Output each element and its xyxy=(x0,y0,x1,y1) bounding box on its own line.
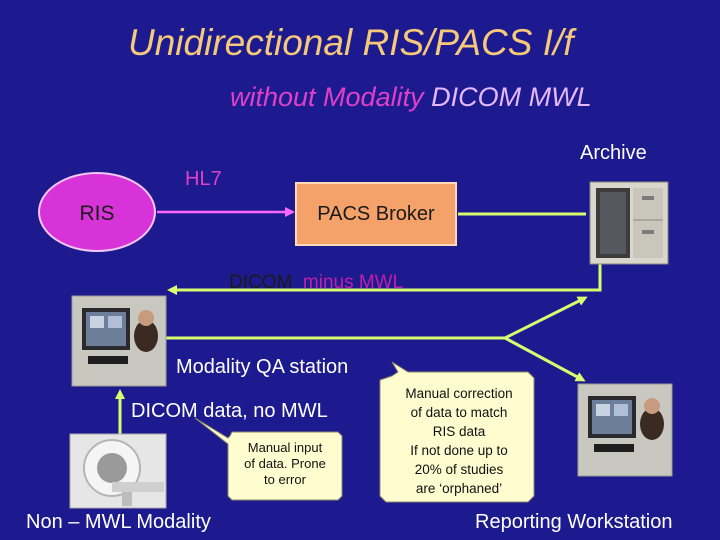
non-mwl-modality-label: Non – MWL Modality xyxy=(26,511,211,533)
archive-output-arrow xyxy=(167,262,602,295)
workstation-photo-icon xyxy=(577,383,673,477)
subtitle-part1: without Modality xyxy=(230,82,424,112)
dicom-data-label: DICOM data, no MWL xyxy=(131,400,328,422)
dicom-label-part1: DICOM xyxy=(229,272,293,293)
dicom-label-part2: minus MWL xyxy=(302,272,404,293)
pacs-broker-label: PACS Broker xyxy=(317,203,435,225)
manual-correction-text: Manual correction of data to match RIS d… xyxy=(385,384,533,498)
archive-cabinet-icon xyxy=(589,181,669,265)
subtitle-part2: DICOM MWL xyxy=(431,82,592,112)
hub-to-archive-arrow xyxy=(504,296,588,340)
archive-label: Archive xyxy=(580,142,647,164)
manual-input-text: Manual input of data. Prone to error xyxy=(232,440,338,488)
callout-line: RIS data xyxy=(432,424,486,439)
slide-title: Unidirectional RIS/PACS I/f xyxy=(128,22,574,63)
callout-line: are ‘orphaned’ xyxy=(415,481,503,496)
manual-input-callout xyxy=(194,417,343,501)
ct-scanner-icon xyxy=(69,433,167,509)
pacs-broker-node: PACS Broker xyxy=(295,182,457,246)
reporting-workstation-label: Reporting Workstation xyxy=(475,511,673,533)
hub-to-reporting-arrow xyxy=(504,336,586,382)
ris-label: RIS xyxy=(79,202,115,225)
callout-line: of data to match xyxy=(410,405,508,420)
hl7-label: HL7 xyxy=(185,168,222,190)
workstation-photo-icon xyxy=(71,295,167,387)
manual-correction-callout xyxy=(379,361,535,503)
callout-line: Manual correction xyxy=(405,386,513,401)
ris-node: RIS xyxy=(38,172,156,252)
callout-line: of data. Prone xyxy=(244,456,326,471)
callout-line: 20% of studies xyxy=(414,462,504,477)
callout-line: Manual input xyxy=(247,440,323,455)
dicom-minus-mwl-label: DICOM minus MWL xyxy=(229,272,403,294)
slide-subtitle: without Modality DICOM MWL xyxy=(230,82,592,113)
qa-station-label: Modality QA station xyxy=(176,356,349,378)
callout-line: If not done up to xyxy=(410,443,508,458)
callout-line: to error xyxy=(264,472,306,487)
